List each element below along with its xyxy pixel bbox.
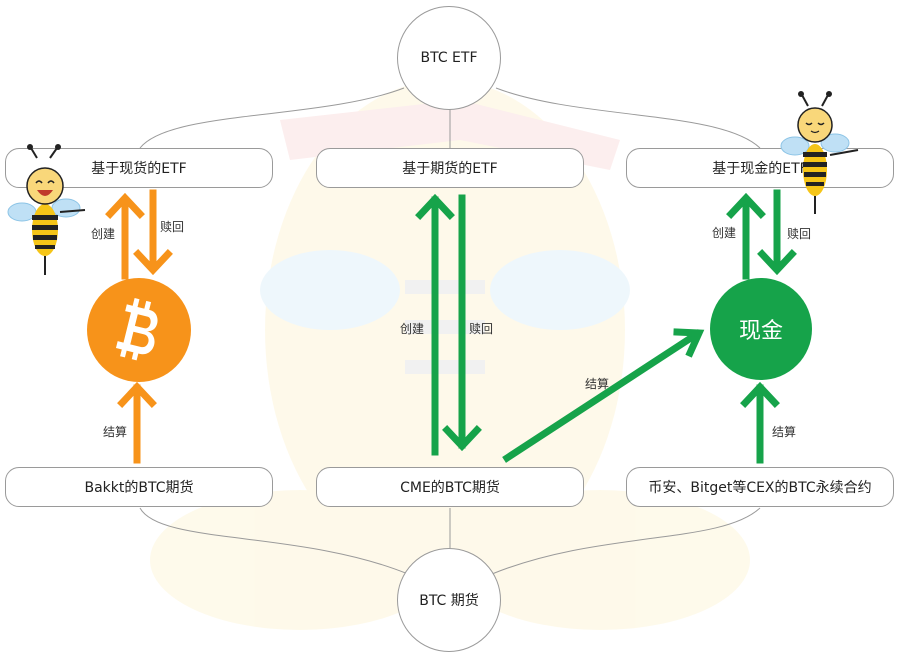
cash-label: 现金 <box>738 319 783 344</box>
futures-etf-label: 基于期货的ETF <box>402 161 498 177</box>
btc-etf-node: BTC ETF <box>397 6 501 110</box>
redeem-label-spot: 赎回 <box>160 220 185 234</box>
spot-etf-label: 基于现货的ETF <box>91 161 187 177</box>
cex-perpetual-label: 币安、Bitget等CEX的BTC永续合约 <box>648 480 872 496</box>
cme-futures-box: CME的BTC期货 <box>316 467 584 507</box>
settle-label-cme: 结算 <box>585 377 610 391</box>
btc-futures-label: BTC 期货 <box>419 593 479 609</box>
arrow-create-spot <box>105 192 145 280</box>
settle-label-spot: 结算 <box>103 425 128 439</box>
btc-etf-label: BTC ETF <box>420 50 478 66</box>
arrow-redeem-cash <box>757 189 797 276</box>
arrow-create-futures <box>415 193 455 456</box>
create-label-spot: 创建 <box>91 227 116 241</box>
cash-etf-label: 基于现金的ETF <box>712 161 808 177</box>
spot-etf-box: 基于现货的ETF <box>5 148 273 188</box>
arrow-create-cash <box>726 192 766 280</box>
arrow-redeem-spot <box>133 189 173 276</box>
arrow-redeem-futures <box>442 194 482 452</box>
redeem-label-futures: 赎回 <box>469 322 494 336</box>
bakkt-futures-label: Bakkt的BTC期货 <box>84 480 194 496</box>
bakkt-futures-box: Bakkt的BTC期货 <box>5 467 273 507</box>
cash-node: 现金 <box>710 278 812 380</box>
futures-etf-box: 基于期货的ETF <box>316 148 584 188</box>
btc-futures-node: BTC 期货 <box>397 548 501 652</box>
settle-label-cash: 结算 <box>772 425 797 439</box>
arrow-settle-spot <box>117 381 157 464</box>
bitcoin-icon <box>87 278 191 382</box>
redeem-label-cash: 赎回 <box>787 227 812 241</box>
create-label-cash: 创建 <box>712 226 737 240</box>
arrow-settle-cash <box>740 381 780 464</box>
cash-etf-box: 基于现金的ETF <box>626 148 894 188</box>
cex-perpetual-box: 币安、Bitget等CEX的BTC永续合约 <box>626 467 894 507</box>
cme-futures-label: CME的BTC期货 <box>400 480 500 496</box>
arrow-settle-cme <box>502 328 705 463</box>
create-label-futures: 创建 <box>400 322 425 336</box>
